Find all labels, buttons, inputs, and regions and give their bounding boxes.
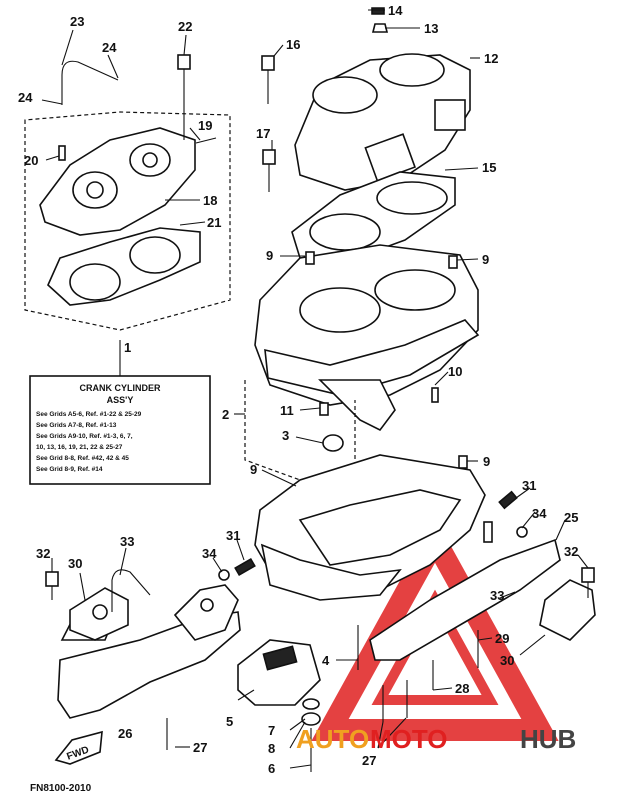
callout-34-b: 34: [532, 506, 547, 521]
callout-18: 18: [203, 193, 217, 208]
callout-24-b: 24: [18, 90, 33, 105]
mount-part: [69, 587, 129, 641]
assy-box-line: See Grid 8-9, Ref. #14: [36, 466, 103, 473]
assy-box-title: CRANK CYLINDER: [80, 383, 162, 393]
callout-labels: 1 2 3 4 5 6 7 8 9 9 9 9 10 11 12 13 14 1…: [18, 3, 578, 776]
callout-32-a: 32: [36, 546, 50, 561]
callout-27-a: 27: [193, 740, 207, 755]
callout-28: 28: [455, 681, 469, 696]
callout-9-d: 9: [483, 454, 490, 469]
callout-32-b: 32: [564, 544, 578, 559]
watermark-text: AUTO MOTO HUB: [296, 724, 576, 754]
callout-21: 21: [207, 215, 221, 230]
callout-9-c: 9: [250, 462, 257, 477]
bolt-part: [45, 571, 59, 600]
bolt-part: [177, 54, 191, 140]
callout-8: 8: [268, 741, 275, 756]
lower-crankcase-part: [254, 454, 486, 601]
assy-box-line: See Grids A9-10, Ref. #1-3, 6, 7,: [36, 433, 133, 440]
callout-12: 12: [484, 51, 498, 66]
callout-30-b: 30: [500, 653, 514, 668]
water-jacket-group: [24, 111, 231, 331]
callout-19: 19: [198, 118, 212, 133]
assy-box-line: See Grid 8-8, Ref. #42, 42 & 45: [36, 455, 129, 462]
assy-box-line: See Grids A5-6, Ref. #1-22 & 25-29: [36, 411, 142, 418]
watermark-auto: AUTO: [296, 724, 369, 754]
leader-lines: [41, 9, 589, 769]
bolt-part: [261, 55, 275, 104]
callout-3: 3: [282, 428, 289, 443]
bolt-part: [262, 149, 276, 192]
callout-6: 6: [268, 761, 275, 776]
callout-4: 4: [322, 653, 330, 668]
assy-box-line: 10, 13, 16, 19, 21, 22 & 25-27: [36, 444, 123, 451]
mount-part: [173, 584, 239, 641]
callout-25: 25: [564, 510, 578, 525]
callout-9-a: 9: [266, 248, 273, 263]
plug-part: [371, 7, 389, 33]
mount-block-part: [237, 639, 321, 706]
callout-33-a: 33: [120, 534, 134, 549]
right-bracket-part: [369, 538, 561, 661]
callout-31-b: 31: [522, 478, 536, 493]
callout-16: 16: [286, 37, 300, 52]
hose-part: [61, 60, 119, 105]
callout-10: 10: [448, 364, 462, 379]
callout-13: 13: [424, 21, 438, 36]
cylinder-block-part: [254, 244, 480, 432]
callout-17: 17: [256, 126, 270, 141]
callout-11: 11: [280, 403, 294, 418]
callout-30-a: 30: [68, 556, 82, 571]
footer-code: FN8100-2010: [30, 783, 92, 794]
callout-33-b: 33: [490, 588, 504, 603]
callout-2: 2: [222, 407, 229, 422]
cylinder-head-part: [294, 53, 471, 191]
fwd-arrow-icon: FWD: [54, 730, 103, 765]
assy-box-subtitle: ASS'Y: [107, 395, 134, 405]
callout-20: 20: [24, 153, 38, 168]
callout-15: 15: [482, 160, 496, 175]
mount-part: [539, 579, 596, 641]
callout-1: 1: [124, 340, 131, 355]
callout-23: 23: [70, 14, 84, 29]
bolt-part: [581, 567, 595, 598]
callout-34-a: 34: [202, 546, 217, 561]
callout-7: 7: [268, 723, 275, 738]
callout-24-a: 24: [102, 40, 117, 55]
assy-box-line: See Grids A7-8, Ref. #1-13: [36, 422, 117, 429]
callout-26: 26: [118, 726, 132, 741]
watermark-hub: HUB: [520, 724, 576, 754]
callout-5: 5: [226, 714, 233, 729]
assy-info-box: CRANK CYLINDER ASS'Y See Grids A5-6, Ref…: [29, 375, 211, 485]
head-gasket-part: [291, 171, 456, 263]
callout-29: 29: [495, 631, 509, 646]
callout-14: 14: [388, 3, 403, 18]
callout-31-a: 31: [226, 528, 240, 543]
callout-27-b: 27: [362, 753, 376, 768]
callout-9-b: 9: [482, 252, 489, 267]
watermark-moto: MOTO: [370, 724, 448, 754]
callout-22: 22: [178, 19, 192, 34]
